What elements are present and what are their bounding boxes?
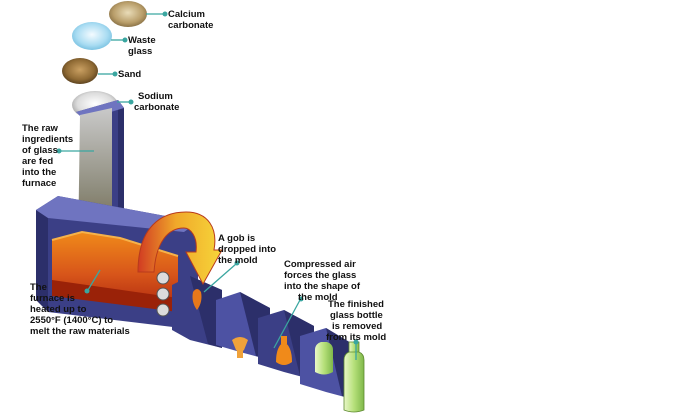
svg-text:Sand: Sand <box>118 69 141 80</box>
waste-glass-pile-icon <box>72 22 112 50</box>
svg-text:are fed: are fed <box>22 156 53 167</box>
svg-text:A gob is: A gob is <box>218 233 255 244</box>
svg-text:forces the glass: forces the glass <box>284 270 356 281</box>
svg-text:carbonate: carbonate <box>134 102 179 113</box>
svg-text:furnace is: furnace is <box>30 293 75 304</box>
svg-text:Calcium: Calcium <box>168 9 205 20</box>
svg-text:The raw: The raw <box>22 123 59 134</box>
compressed-air-label: Compressed air forces the glass into the… <box>284 259 361 303</box>
svg-text:into the shape of: into the shape of <box>284 281 361 292</box>
mold-chain-icon <box>172 276 356 400</box>
svg-text:Waste: Waste <box>128 35 156 46</box>
gob-dropped-label: A gob is dropped into the mold <box>218 233 276 266</box>
sand-pile-icon <box>62 58 98 84</box>
svg-text:furnace: furnace <box>22 178 56 189</box>
svg-text:Compressed air: Compressed air <box>284 259 356 270</box>
calcium-carbonate-label: Calcium carbonate <box>168 9 213 31</box>
svg-text:glass bottle: glass bottle <box>330 310 383 321</box>
svg-text:melt the raw materials: melt the raw materials <box>30 326 130 337</box>
svg-text:carbonate: carbonate <box>168 20 213 31</box>
svg-text:ingredients: ingredients <box>22 134 73 145</box>
finished-bottle-icon <box>343 341 365 413</box>
sand-label: Sand <box>118 69 141 80</box>
finished-bottle-label: The finished glass bottle is removed fro… <box>326 299 386 343</box>
svg-text:into the: into the <box>22 167 56 178</box>
svg-text:The finished: The finished <box>328 299 384 310</box>
svg-text:glass: glass <box>128 46 152 57</box>
svg-text:the mold: the mold <box>218 255 258 266</box>
svg-text:the mold: the mold <box>298 292 338 303</box>
svg-text:dropped into: dropped into <box>218 244 276 255</box>
furnace-heated-label: The furnace is heated up to 2550°F (1400… <box>30 282 130 337</box>
svg-text:of glass: of glass <box>22 145 58 156</box>
raw-ingredients-label: The raw ingredients of glass are fed int… <box>22 123 73 189</box>
svg-text:is removed: is removed <box>332 321 382 332</box>
waste-glass-label: Waste glass <box>128 35 156 57</box>
calcium-carbonate-pile-icon <box>109 1 147 27</box>
sodium-carbonate-label: Sodium carbonate <box>134 91 179 113</box>
svg-text:from its mold: from its mold <box>326 332 386 343</box>
svg-text:The: The <box>30 282 47 293</box>
label-leaders <box>56 11 359 360</box>
svg-text:Sodium: Sodium <box>138 91 173 102</box>
svg-text:2550°F (1400°C) to: 2550°F (1400°C) to <box>30 315 113 326</box>
svg-text:heated up to: heated up to <box>30 304 87 315</box>
curved-drop-arrow-icon <box>137 211 223 286</box>
